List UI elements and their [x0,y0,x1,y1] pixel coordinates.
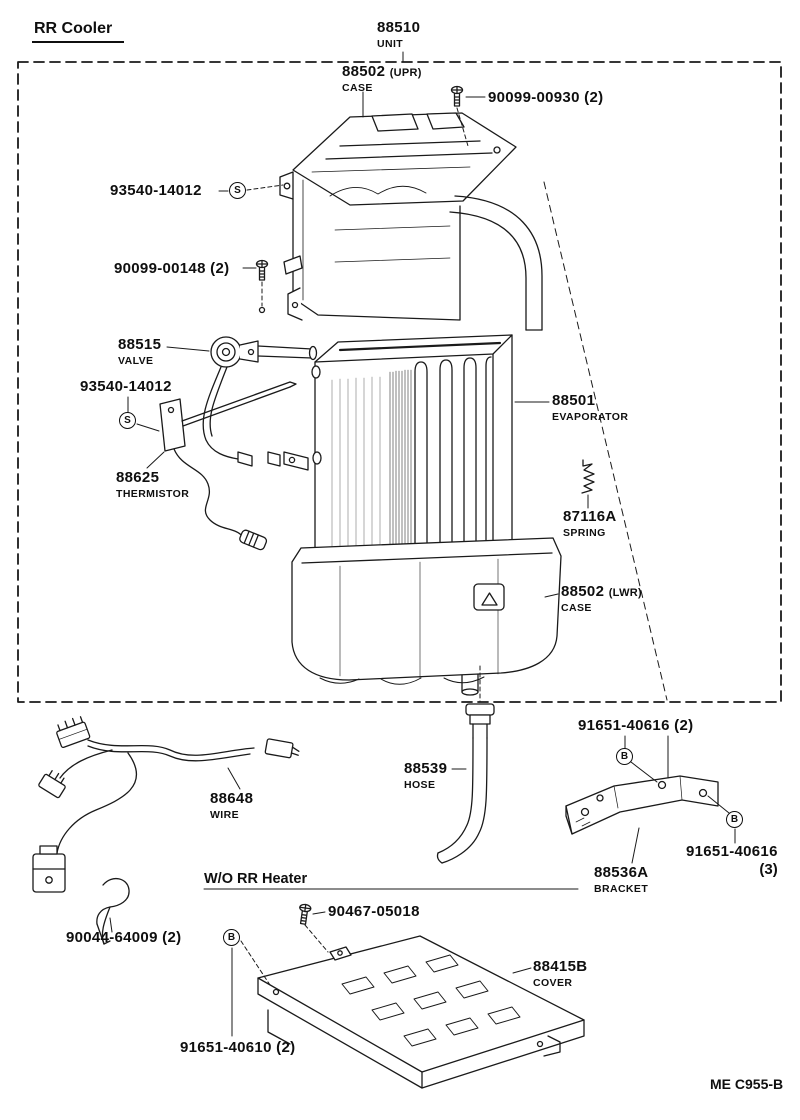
part-name: HOSE [404,778,436,791]
part-name: CASE [342,81,373,94]
upper-case-drawing [258,112,543,331]
dashed-reference-line [543,181,668,701]
hose-drawing [436,703,495,864]
label-evaporator: 88501 EVAPORATOR [552,392,629,423]
label-clip-case: 93540-14012 [110,182,202,199]
qualifier-text: (UPR) [389,67,422,79]
clip-valve-symbol-badge: S [119,412,136,429]
wire-harness-drawing [32,716,300,945]
part-number: 88539 [404,760,448,777]
clip-case-symbol-badge: S [229,182,246,199]
label-screw-case-side: 90099-00148 (2) [114,260,230,277]
part-name: SPRING [563,526,606,539]
part-number: 91651-40616 [686,843,778,860]
label-unit: 88510 UNIT [377,19,421,50]
bolt-cover-symbol-badge: B [223,929,240,946]
unit-boundary-dashed-box [17,61,782,703]
bolt-bracket-b-symbol-badge: B [726,811,743,828]
label-case-upper: 88502 (UPR) CASE [342,63,422,94]
cover-drawing [257,935,585,1089]
qualifier-text: (LWR) [608,587,642,599]
part-name: BRACKET [594,882,649,895]
spring-clip-drawing [581,459,595,494]
wo-rr-heater-heading: W/O RR Heater [204,871,308,887]
part-number: 88510 [377,19,421,36]
label-screw-case-top: 90099-00930 (2) [488,89,604,106]
thermistor-drawing [159,381,309,551]
label-valve: 88515 VALVE [118,336,162,367]
part-name: THERMISTOR [116,487,190,500]
page-title: RR Cooler [32,20,125,43]
label-bolt-cover: 91651-40610 (2) [180,1039,296,1056]
part-name: COVER [533,976,573,989]
evaporator-drawing [311,334,513,569]
expansion-valve-drawing [202,336,259,467]
part-number: 87116A [563,508,617,525]
label-bolt-bracket-a: 91651-40616 (2) [578,717,694,734]
part-number: 88625 [116,469,160,486]
label-bolt-bracket-b: 91651-40616 (3) [686,843,778,879]
label-clip-valve: 93540-14012 [80,378,172,395]
label-clamp: 90044-64009 (2) [66,929,182,946]
label-cover: 88415B COVER [533,958,588,989]
lower-case-drawing [291,537,562,696]
part-name: CASE [561,601,592,614]
part-number: 88648 [210,790,254,807]
part-number: 88515 [118,336,162,353]
label-spring: 87116A SPRING [563,508,617,539]
part-name: VALVE [118,354,154,367]
label-case-lower: 88502 (LWR) CASE [561,583,642,614]
label-hose: 88539 HOSE [404,760,448,791]
label-thermistor: 88625 THERMISTOR [116,469,190,500]
part-name: WIRE [210,808,240,821]
screw-icon [296,903,312,926]
valve-pipes-drawing [257,345,318,361]
part-number: 88502 (LWR) [561,583,642,601]
bracket-drawing [565,775,719,835]
leader-lines [109,51,736,1037]
part-number: 88415B [533,958,588,975]
label-screw-cover: 90467-05018 [328,903,420,920]
screw-icon [450,85,464,107]
part-number: 88502 (UPR) [342,63,422,81]
label-wire: 88648 WIRE [210,790,254,821]
part-number: 88501 [552,392,596,409]
bolt-bracket-a-symbol-badge: B [616,748,633,765]
num-text: 88502 [561,583,605,600]
doc-code: ME C955-B [710,1076,784,1092]
screw-icon [255,259,269,281]
num-text: 88502 [342,63,386,80]
part-qty: (3) [759,860,778,878]
part-name: UNIT [377,37,404,50]
part-name: EVAPORATOR [552,410,629,423]
label-bracket: 88536A BRACKET [594,864,649,895]
part-number: 88536A [594,864,649,881]
